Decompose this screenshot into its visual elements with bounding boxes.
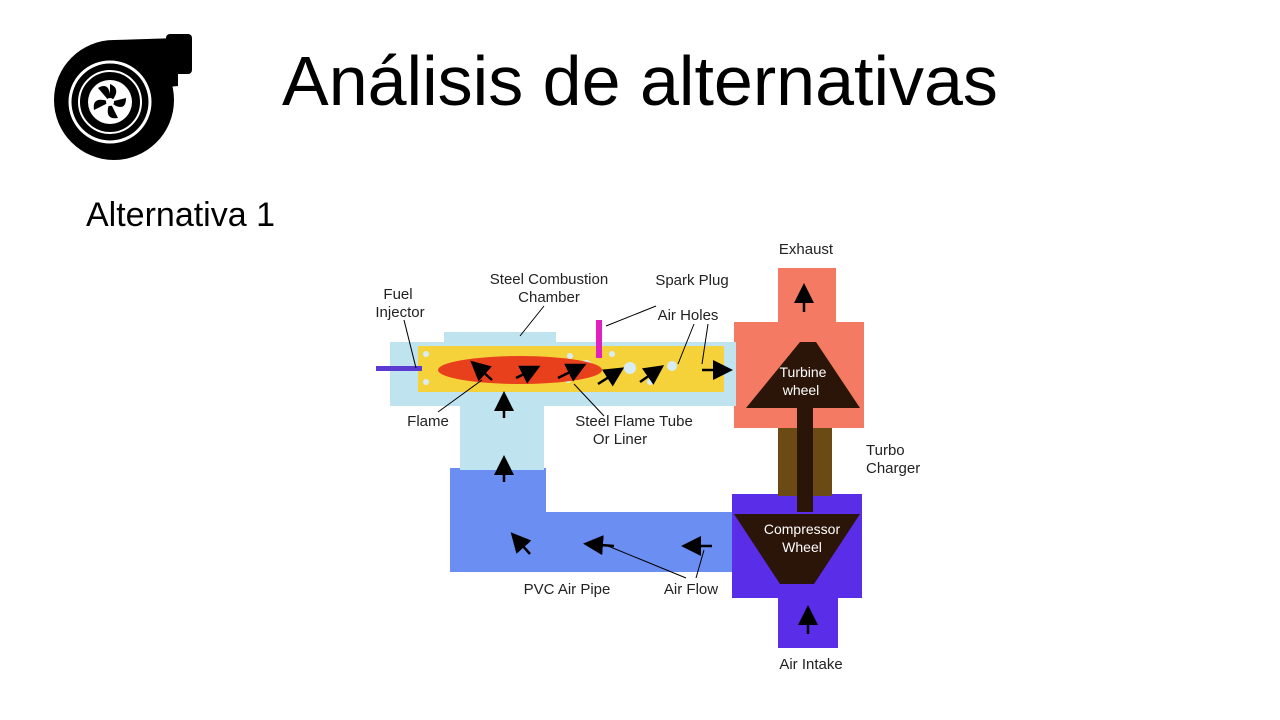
spark-plug	[596, 320, 602, 358]
logo-fan-blades	[93, 84, 126, 119]
label-turbo-2: Charger	[866, 460, 920, 477]
label-air-intake: Air Intake	[779, 656, 842, 673]
slide-title: Análisis de alternativas	[282, 42, 998, 120]
turbocharger-logo-icon	[54, 34, 192, 160]
turbine-engine-diagram: Exhaust Steel Combustion Chamber Spark P…	[375, 241, 920, 673]
label-compressor-1: Compressor	[764, 521, 841, 537]
label-spark-plug: Spark Plug	[655, 272, 728, 289]
turbine-wheel	[746, 342, 860, 408]
label-steel-combustion-2: Chamber	[518, 289, 580, 306]
leader-lines	[403, 305, 709, 579]
label-flame: Flame	[407, 413, 449, 430]
label-steel-combustion-1: Steel Combustion	[490, 271, 608, 288]
flame	[438, 356, 602, 384]
flow-arrows	[470, 283, 818, 634]
label-flame-tube-2: Or Liner	[593, 431, 647, 448]
label-fuel-2: Injector	[375, 304, 424, 321]
label-turbine-1: Turbine	[780, 364, 827, 380]
label-fuel-1: Fuel	[383, 286, 412, 303]
compressor-wheel	[734, 514, 860, 584]
slide-subtitle: Alternativa 1	[86, 196, 275, 234]
turbo-shaft	[797, 402, 813, 512]
label-compressor-2: Wheel	[782, 539, 822, 555]
label-pvc-pipe: PVC Air Pipe	[524, 581, 611, 598]
label-turbo-1: Turbo	[866, 442, 905, 459]
fuel-injector	[376, 366, 422, 371]
label-flame-tube-1: Steel Flame Tube	[575, 413, 693, 430]
label-turbine-2: wheel	[782, 382, 820, 398]
label-air-flow: Air Flow	[664, 581, 718, 598]
pvc-air-pipe	[450, 468, 740, 572]
label-exhaust: Exhaust	[779, 241, 834, 258]
label-air-holes: Air Holes	[658, 307, 719, 324]
